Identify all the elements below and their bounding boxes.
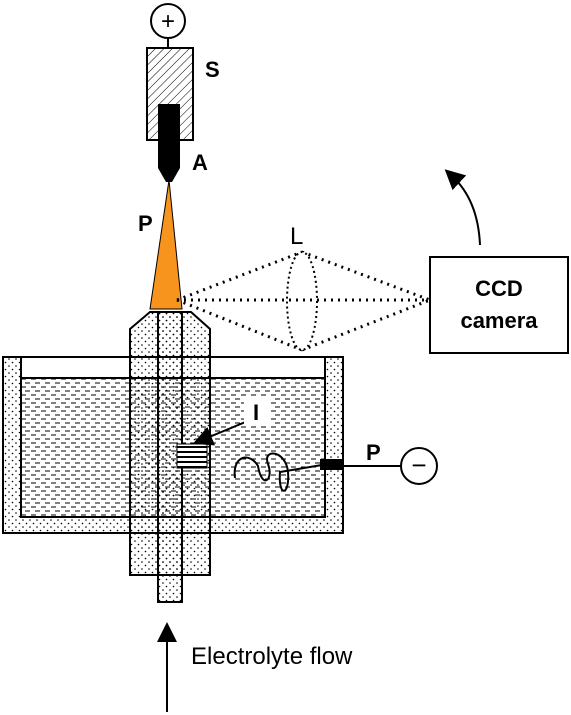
label-p-electrode: P [366,440,381,465]
negative-symbol: − [411,450,426,480]
label-a: A [192,150,208,175]
label-l: L [290,223,303,250]
lens-l [286,251,318,351]
central-tube [129,311,211,603]
ccd-camera-box [429,256,569,354]
plasma-cone [149,179,183,310]
label-p-plasma: P [138,211,153,236]
cathode-wire [233,452,323,492]
insert-i [176,443,208,469]
label-s: S [205,57,220,82]
anode-a [158,104,180,182]
flow-label: Electrolyte flow [191,643,353,670]
camera-move-arrow [444,169,481,246]
cathode-connector [320,459,342,470]
positive-terminal: + [150,3,186,39]
label-i: I [253,400,259,425]
camera-label-line2: camera [460,308,538,333]
negative-terminal: − [400,447,438,485]
camera-label-line1: CCD [475,276,523,301]
positive-symbol: + [161,8,175,35]
